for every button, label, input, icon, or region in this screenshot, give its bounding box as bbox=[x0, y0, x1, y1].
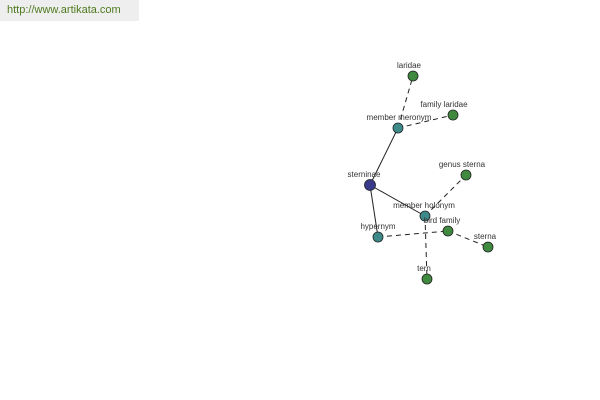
node-label-family-laridae: family laridae bbox=[420, 100, 468, 109]
node-bird-family[interactable] bbox=[442, 225, 454, 237]
node-labels: sterninae member meronym member holonym hyp… bbox=[348, 61, 497, 273]
node-tern[interactable] bbox=[421, 273, 433, 285]
node-label-member-meronym: member meronym bbox=[367, 113, 432, 122]
node-label-member-holonym: member holonym bbox=[393, 201, 455, 210]
edge-sterninae-to-member-holonym bbox=[369, 184, 426, 217]
node-genus-sterna[interactable] bbox=[460, 169, 472, 181]
edge-member-holonym-to-genus-sterna bbox=[424, 174, 467, 217]
node-label-laridae: laridae bbox=[397, 61, 422, 70]
node-sterna[interactable] bbox=[482, 241, 494, 253]
node-family-laridae[interactable] bbox=[447, 109, 459, 121]
edge-sterninae-to-member-meronym bbox=[369, 127, 399, 186]
node-label-tern: tern bbox=[417, 264, 431, 273]
edge-bird-family-to-sterna bbox=[447, 230, 489, 248]
node-label-sterna: sterna bbox=[474, 232, 497, 241]
edge-sterninae-to-hypernym bbox=[369, 184, 379, 238]
node-sterninae[interactable] bbox=[364, 179, 376, 191]
node-label-genus-sterna: genus sterna bbox=[439, 160, 486, 169]
node-hypernym[interactable] bbox=[372, 231, 384, 243]
graph-nodes: sterninae member meronym member holonym hyp… bbox=[348, 61, 497, 285]
edge-member-meronym-to-family-laridae bbox=[397, 114, 454, 129]
node-label-hypernym: hypernym bbox=[360, 222, 395, 231]
node-laridae[interactable] bbox=[407, 70, 419, 82]
node-member-meronym[interactable] bbox=[392, 122, 404, 134]
node-label-sterninae: sterninae bbox=[348, 170, 381, 179]
edge-member-holonym-to-tern bbox=[424, 215, 428, 280]
edge-hypernym-to-bird-family bbox=[377, 230, 449, 238]
site-url[interactable]: http://www.artikata.com bbox=[0, 0, 139, 21]
node-member-holonym[interactable] bbox=[419, 210, 431, 222]
graph-edges bbox=[369, 75, 489, 280]
node-label-bird-family: bird family bbox=[424, 216, 460, 225]
edge-member-meronym-to-laridae bbox=[397, 75, 414, 129]
